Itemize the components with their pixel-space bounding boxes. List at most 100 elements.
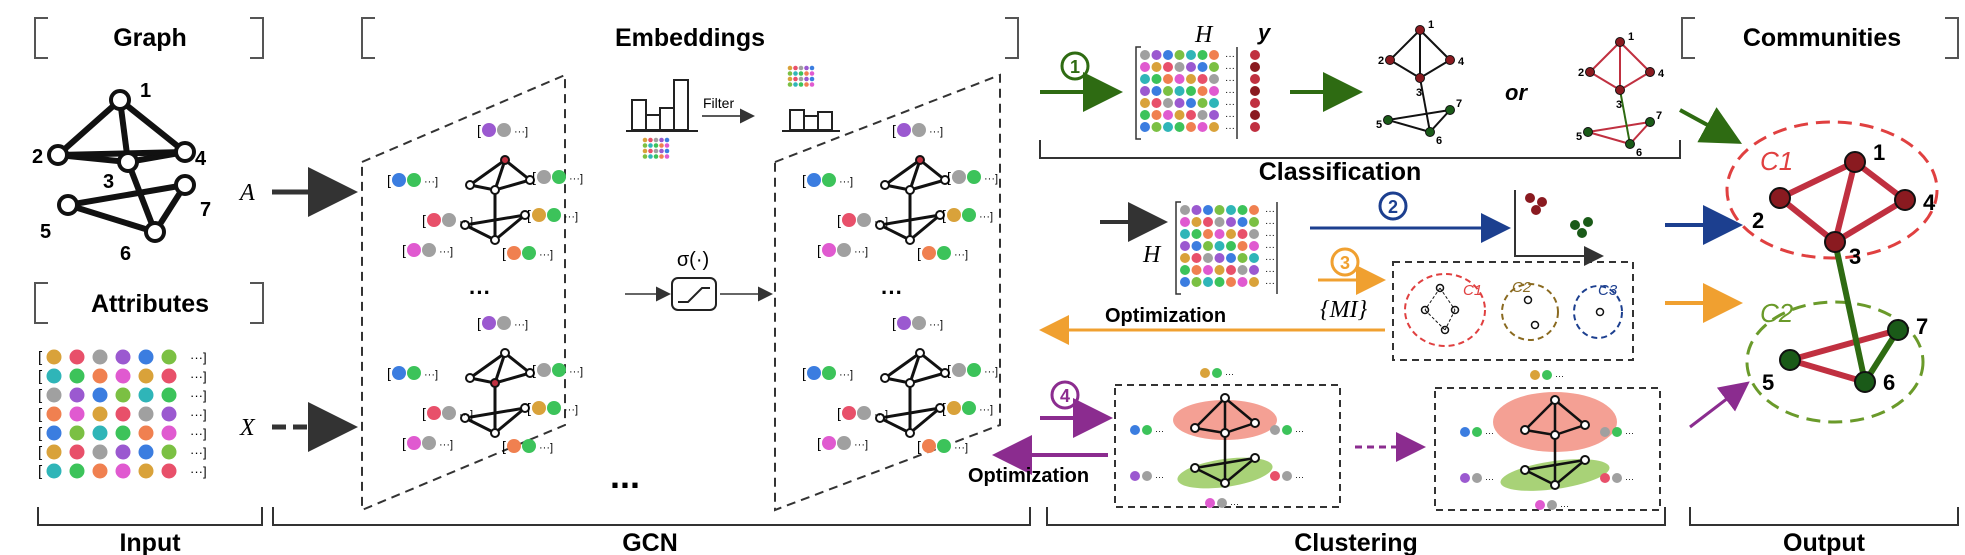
attribute-cell — [115, 368, 131, 384]
svg-text:1: 1 — [1628, 31, 1634, 43]
attribute-cell — [92, 387, 108, 403]
svg-text:···: ··· — [1155, 426, 1164, 436]
node-label: 7 — [200, 199, 211, 221]
svg-text:···: ··· — [1265, 254, 1275, 265]
svg-text:···: ··· — [1295, 426, 1304, 436]
svg-text:···]: ···] — [569, 366, 583, 378]
svg-text:···]: ···] — [954, 249, 968, 261]
svg-text:[: [ — [402, 242, 406, 258]
step-1-badge: 1 — [1070, 57, 1080, 77]
filter-label: Filter — [703, 95, 734, 111]
svg-text:···]: ···] — [424, 369, 438, 381]
input-section-label: Input — [119, 529, 181, 555]
input-node — [174, 141, 196, 163]
svg-text:[: [ — [532, 362, 536, 378]
svg-text:···]: ···] — [839, 369, 853, 381]
svg-text:···]: ···] — [190, 464, 207, 479]
svg-text:[: [ — [477, 122, 481, 138]
community-node — [1887, 319, 1909, 341]
attribute-cell — [138, 425, 154, 441]
embedding-graph: [···][···][···][···][···][···][···] — [387, 122, 583, 261]
svg-text:[: [ — [917, 438, 921, 454]
svg-text:5: 5 — [1376, 119, 1382, 131]
embeddings-header: Embeddings — [361, 17, 1019, 59]
svg-text:···: ··· — [1155, 472, 1164, 482]
svg-text:···]: ···] — [874, 216, 888, 228]
embedding-graph: [···][···][···][···][···][···][···] — [802, 122, 998, 261]
svg-text:[: [ — [422, 405, 426, 421]
svg-text:3: 3 — [1616, 99, 1622, 111]
communities-title: Communities — [1743, 24, 1901, 52]
attribute-cell — [69, 463, 85, 479]
svg-text:···]: ···] — [190, 426, 207, 441]
svg-text:···]: ···] — [439, 439, 453, 451]
step-4-output-arrow — [1689, 381, 1750, 429]
attribute-cell — [138, 444, 154, 460]
node-label: 2 — [32, 146, 43, 168]
attribute-cell — [138, 387, 154, 403]
svg-text:···: ··· — [1225, 111, 1235, 122]
svg-text:6: 6 — [1436, 135, 1442, 147]
svg-text:···]: ···] — [954, 442, 968, 454]
community-node — [1779, 349, 1801, 371]
community-node — [1769, 187, 1791, 209]
attribute-cell — [161, 387, 177, 403]
svg-text:7: 7 — [1456, 98, 1462, 110]
svg-text:[: [ — [942, 400, 946, 416]
svg-text:···: ··· — [1225, 75, 1235, 86]
attribute-cell — [161, 368, 177, 384]
attribute-cell — [92, 368, 108, 384]
svg-text:2: 2 — [1378, 55, 1384, 67]
svg-text:···: ··· — [1225, 369, 1234, 379]
svg-text:[: [ — [38, 368, 43, 385]
svg-text:···]: ···] — [190, 445, 207, 460]
output-section-label: Output — [1783, 529, 1866, 555]
input-node — [47, 144, 69, 166]
step-3-badge: 3 — [1340, 253, 1350, 273]
svg-text:···: ··· — [1225, 63, 1235, 74]
svg-text:[: [ — [917, 245, 921, 261]
community-node-label: 1 — [1873, 140, 1885, 165]
svg-text:···: ··· — [1560, 501, 1569, 511]
svg-text:[: [ — [387, 172, 391, 188]
svg-text:[: [ — [892, 122, 896, 138]
step-4-badge: 4 — [1060, 386, 1070, 406]
graph-header: Graph — [34, 17, 264, 59]
step-1-output-arrow — [1679, 107, 1743, 144]
more-layers-ellipsis: ... — [610, 455, 640, 496]
attribute-cell — [46, 463, 62, 479]
svg-text:[: [ — [942, 207, 946, 223]
community-node — [1824, 231, 1846, 253]
svg-text:···]: ···] — [929, 126, 943, 138]
mi-label: {MI} — [1320, 297, 1368, 323]
embeddings-title: Embeddings — [615, 24, 765, 52]
svg-text:[: [ — [38, 463, 43, 480]
attributes-header: Attributes — [34, 282, 264, 324]
svg-text:···]: ···] — [839, 176, 853, 188]
svg-text:[: [ — [38, 387, 43, 404]
embedding-matrix: ····················· — [1135, 46, 1260, 140]
svg-text:[: [ — [527, 207, 531, 223]
or-label: or — [1505, 80, 1528, 105]
attribute-cell — [138, 463, 154, 479]
spectral-filter: Filter — [626, 65, 840, 159]
svg-text:···]: ···] — [459, 216, 473, 228]
svg-text:[: [ — [422, 212, 426, 228]
community-node — [1854, 371, 1876, 393]
svg-text:[: [ — [502, 438, 506, 454]
input-node — [109, 89, 131, 111]
svg-text:3: 3 — [1416, 87, 1422, 99]
input-node — [174, 174, 196, 196]
svg-text:···: ··· — [1555, 371, 1564, 381]
section-brackets — [37, 507, 1959, 526]
svg-text:···]: ···] — [514, 126, 528, 138]
community-1-label: C1 — [1760, 146, 1793, 176]
classification-label: Classification — [1259, 158, 1422, 186]
svg-text:[: [ — [892, 315, 896, 331]
attribute-symbol: X — [239, 415, 256, 441]
attribute-cell — [138, 368, 154, 384]
svg-text:···: ··· — [1295, 472, 1304, 482]
svg-text:[: [ — [38, 444, 43, 461]
svg-text:[: [ — [502, 245, 506, 261]
